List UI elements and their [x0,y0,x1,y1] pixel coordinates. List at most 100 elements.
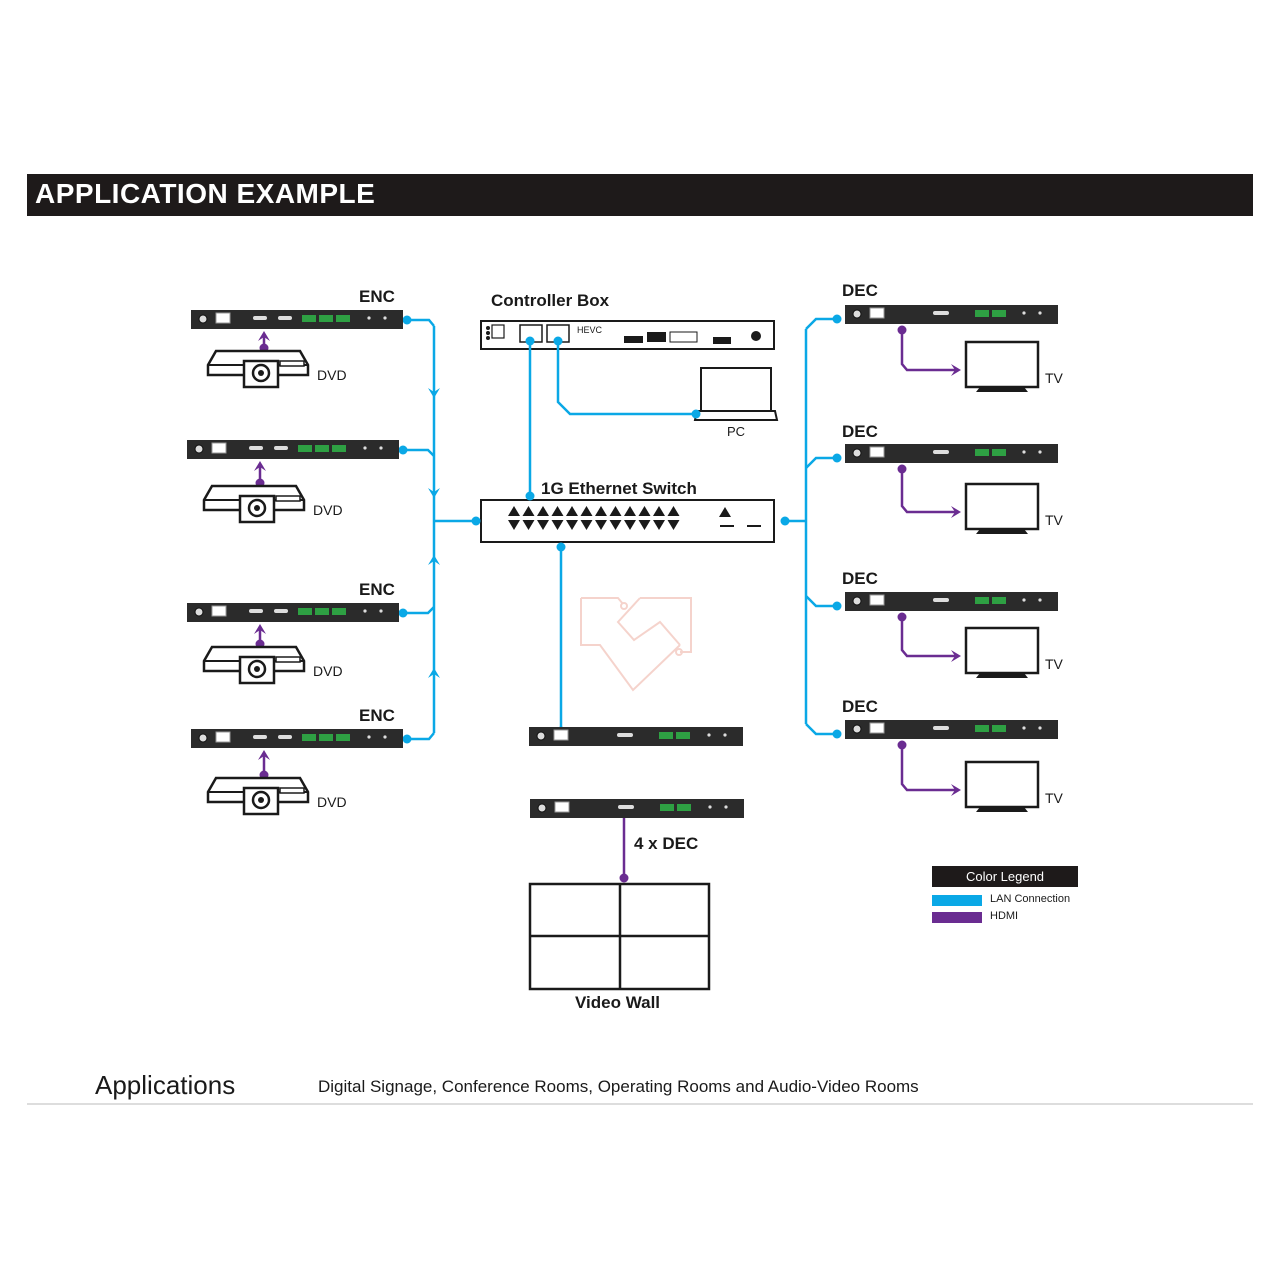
lan-port-icon [211,605,227,617]
dvd-label: DVD [317,794,347,810]
port-down-icon [537,520,549,530]
legend-title: Color Legend [932,866,1078,887]
legend-label-lan: LAN Connection [990,893,1071,905]
hdmi-in-icon [249,446,263,450]
hdmi-dot [897,612,907,622]
dvd-player-icon [202,645,306,685]
tv-icon [964,482,1040,534]
port-up-icon [719,507,731,517]
terminal-block-icon [319,315,333,322]
hdmi-out-icon [933,311,949,315]
ir-jack-icon [1022,450,1026,454]
hdmi-out-icon [274,446,288,450]
lan-line [805,723,837,736]
ir-jack-icon [1022,726,1026,730]
port-up-icon [522,506,535,516]
hdmi-out-icon [617,733,633,737]
hdmi-out-icon [933,726,949,730]
power-icon [491,324,505,339]
hdmi-out-icon [618,805,634,809]
ir-jack-icon [363,446,367,450]
terminal-block-icon [298,445,312,452]
terminal-block-icon [975,597,989,604]
terminal-block-icon [298,608,312,615]
port-up-icon [595,506,607,516]
section-header: APPLICATION EXAMPLE [27,174,1253,216]
section-title: APPLICATION EXAMPLE [35,178,376,209]
dvd-player-icon [202,484,306,524]
controller-box [480,320,775,350]
power-jack-icon [852,724,862,734]
applications-text: Digital Signage, Conference Rooms, Opera… [318,1077,919,1096]
terminal-block-icon [302,315,316,322]
decoder-device [845,305,1058,324]
arrow-up-icon [258,750,270,760]
port-up-icon [537,506,549,516]
tv-label: TV [1045,656,1064,672]
ir-jack-icon [724,805,728,809]
power-jack-icon [198,733,208,743]
decoder-label: DEC [842,697,878,716]
port-down-icon [653,520,665,530]
arrow-right-icon [951,364,961,376]
tv-icon [964,760,1040,812]
port-down-icon [551,520,564,530]
ir-jack-icon [1038,450,1042,454]
ir-jack-icon [379,446,383,450]
lan-line [805,456,837,469]
terminal-block-icon [992,310,1006,317]
hdmi-line [900,468,955,514]
ir-jack-icon [383,735,387,739]
port-down-icon [595,520,607,530]
ir-jack-icon [383,316,387,320]
port-up-icon [609,506,622,516]
wall-decoders-label: 4 x DEC [634,834,698,853]
port-dash-icon [747,525,761,527]
pc-label: PC [727,424,745,439]
arrow-up-icon [254,624,266,634]
connection-dot [525,491,535,501]
lan-port-icon [869,446,885,458]
hdmi-in-icon [253,316,267,320]
ir-jack-icon [379,609,383,613]
lan-line [403,606,435,615]
power-jack-icon [536,731,546,741]
encoder-device [191,310,403,329]
dvd-label: DVD [313,663,343,679]
lan-line [805,595,837,608]
ir-jack-icon [708,805,712,809]
port-dash-icon [720,525,734,527]
hdmi-in-icon [253,735,267,739]
decoder-device [845,444,1058,463]
terminal-block-icon [677,804,691,811]
codec-label: HEVC [577,325,603,335]
terminal-block-icon [315,445,329,452]
decoder-device [530,799,744,818]
power-jack-icon [198,314,208,324]
legend-swatch-lan [932,895,982,906]
terminal-block-icon [975,449,989,456]
connection-dot [691,409,701,419]
terminal-block-icon [975,310,989,317]
power-jack-icon [194,607,204,617]
arrow-down-icon [428,488,440,498]
port-down-icon [508,520,520,530]
port-up-icon [638,506,651,516]
switch-label: 1G Ethernet Switch [541,479,697,498]
ethernet-switch [480,499,775,543]
hdmi-in-icon [249,609,263,613]
port-down-icon [522,520,535,530]
hdmi-dot [897,464,907,474]
lan-port-icon [869,594,885,606]
ir-jack-icon [723,733,727,737]
port-down-icon [638,520,651,530]
port-up-icon [551,506,564,516]
hdmi-out-icon [933,598,949,602]
lan-line [407,732,435,741]
terminal-block-icon [659,732,673,739]
encoder-device [187,440,399,459]
hdmi-dot [897,740,907,750]
port-down-icon [580,520,593,530]
terminal-block-icon [315,608,329,615]
